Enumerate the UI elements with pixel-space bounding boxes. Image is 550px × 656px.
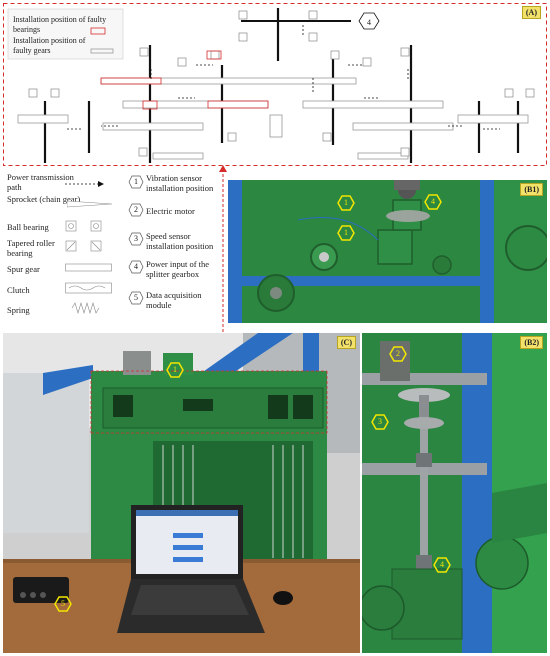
panel-b1-label: (B1) xyxy=(520,183,543,196)
key-num-2: 2 xyxy=(134,205,138,214)
c-marker-1: 1 xyxy=(173,365,177,374)
faulty-bearing-swatch xyxy=(90,27,106,35)
panel-b2-photo: 2 3 4 (B2) xyxy=(362,333,547,653)
b2-scene xyxy=(362,333,547,653)
panel-c-photo: 1 5 (C) xyxy=(3,333,360,653)
spring-symbol xyxy=(71,302,100,314)
panel-b2-label: (B2) xyxy=(520,336,543,349)
legend-spur-gear: Spur gear xyxy=(7,264,40,274)
b1-marker-1b: 1 xyxy=(344,228,348,237)
ball-bearing-symbol xyxy=(65,220,102,232)
legend-tapered-bearing: Tapered roller bearing xyxy=(7,238,55,258)
faulty-gear-swatch xyxy=(90,48,114,54)
sprocket-symbol xyxy=(67,200,112,208)
panel-a: (A) Installation position of faulty bear… xyxy=(3,3,547,166)
key-text-5: Data acquisition module xyxy=(146,290,202,310)
key-num-4: 4 xyxy=(134,262,138,271)
power-input-number: 4 xyxy=(367,18,371,27)
key-text-2: Electric motor xyxy=(146,206,195,216)
panel-b1-photo: 1 1 4 (B1) xyxy=(228,180,547,323)
legend-power-path: Power transmission path xyxy=(7,172,74,192)
c-hexagons xyxy=(54,362,184,612)
b2-marker-3: 3 xyxy=(378,417,382,426)
c-marker-5: 5 xyxy=(61,599,65,608)
key-hexagons xyxy=(128,175,144,305)
key-num-5: 5 xyxy=(134,293,138,302)
key-text-1: Vibration sensor installation position xyxy=(146,173,214,193)
panel-a-label: (A) xyxy=(521,6,541,19)
legend-spring: Spring xyxy=(7,305,30,315)
c-scene xyxy=(3,333,360,653)
key-num-1: 1 xyxy=(134,177,138,186)
key-text-4: Power input of the splitter gearbox xyxy=(146,259,210,279)
symbol-legend: Power transmission path Sprocket (chain … xyxy=(5,170,122,320)
b2-hexagons xyxy=(371,346,451,573)
b2-marker-4: 4 xyxy=(440,560,444,569)
panel-c-label: (C) xyxy=(336,336,356,349)
schematic-svg xyxy=(3,3,547,166)
legend-ball-bearing: Ball bearing xyxy=(7,222,49,232)
key-num-3: 3 xyxy=(134,234,138,243)
number-key: 1 Vibration sensor installation position… xyxy=(124,170,226,316)
b2-marker-2: 2 xyxy=(396,349,400,358)
legend-faulty-bearings: Installation position of faulty bearings xyxy=(13,15,107,34)
spur-gear-symbol xyxy=(65,263,112,272)
legend-faulty-gears: Installation position of faulty gears xyxy=(13,36,86,55)
legend-sprocket: Sprocket (chain gear) xyxy=(7,194,81,204)
b1-hexagons xyxy=(337,194,442,241)
legend-clutch: Clutch xyxy=(7,285,30,295)
connector-arrow xyxy=(219,165,227,332)
b1-scene xyxy=(228,180,547,323)
b1-marker-4: 4 xyxy=(431,197,435,206)
clutch-symbol xyxy=(65,282,112,294)
power-input-hexagon xyxy=(358,12,380,30)
power-path-symbol xyxy=(65,181,104,187)
b1-marker-1a: 1 xyxy=(344,198,348,207)
key-text-3: Speed sensor installation position xyxy=(146,231,214,251)
tapered-bearing-symbol xyxy=(65,240,102,252)
